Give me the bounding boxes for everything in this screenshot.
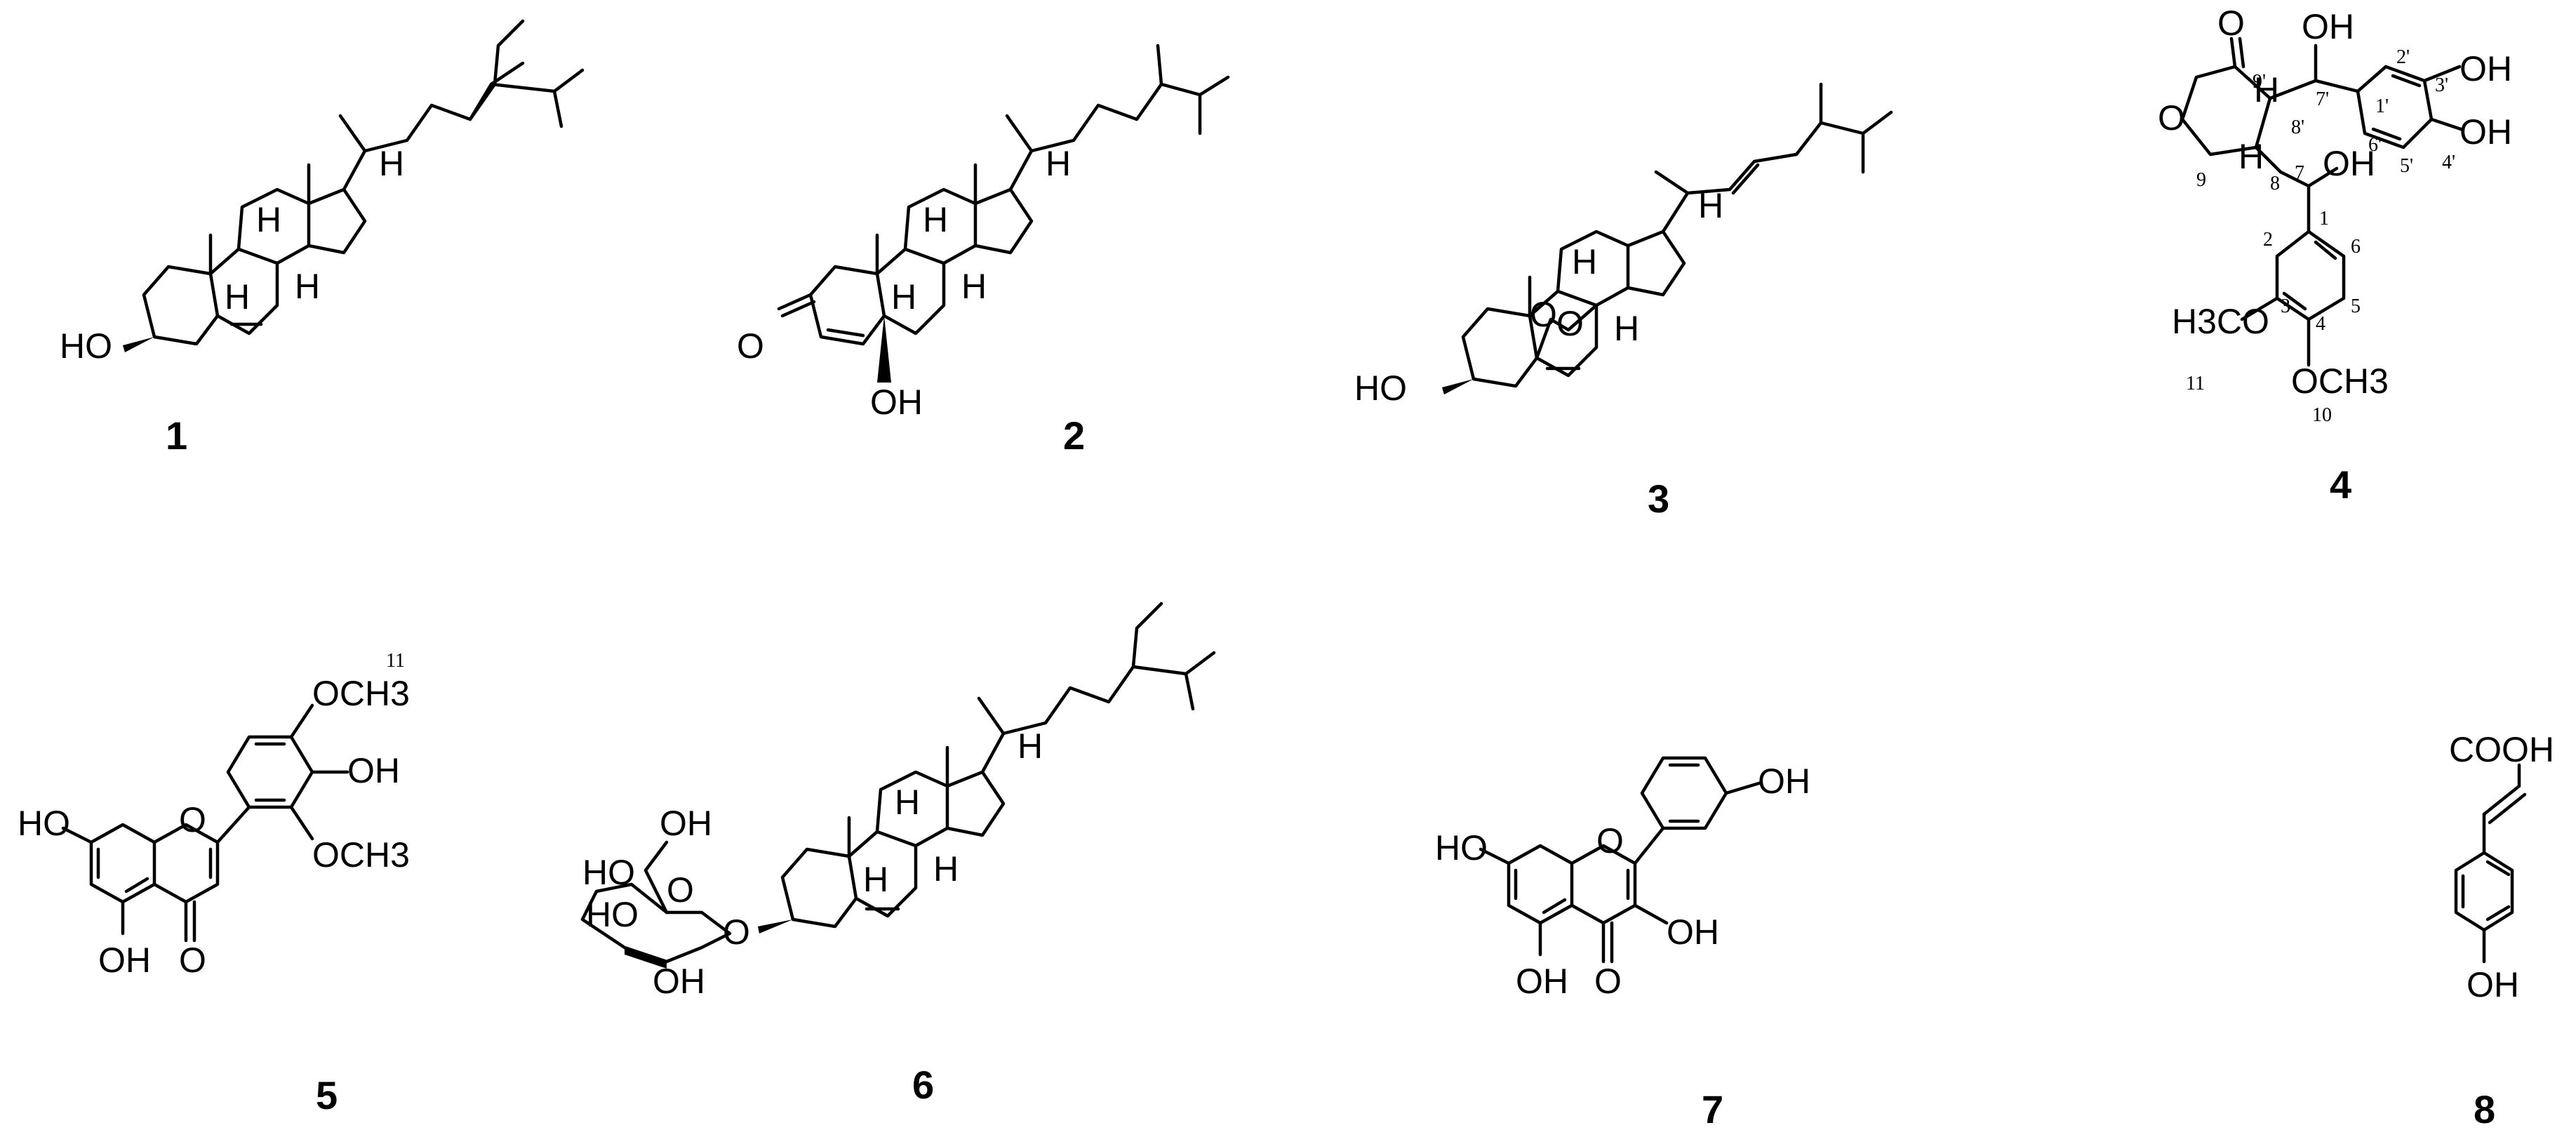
compound-4-oh7p-label: OH [2302, 7, 2354, 46]
compound-4-num-4p: 4' [2442, 152, 2455, 173]
compound-6-gly-o: O [723, 912, 750, 952]
compound-4-number: 4 [2330, 463, 2351, 507]
compound-3-h14: H [1614, 309, 1639, 348]
compound-5-ho-label: HO [18, 804, 70, 843]
compound-7-oxo: O [1594, 962, 1622, 1001]
compound-1-h8: H [256, 200, 281, 239]
compound-1-h14: H [295, 267, 320, 306]
compound-2-h8: H [923, 200, 948, 239]
compound-4-num-7: 7 [2295, 162, 2304, 184]
compound-4-num-6p: 6' [2368, 134, 2382, 156]
compound-4-num-1p: 1' [2375, 95, 2389, 117]
compound-5-och3-top: OCH3 [312, 674, 410, 713]
compound-8-number: 8 [2474, 1087, 2495, 1130]
compound-7-ring-o: O [1596, 821, 1624, 860]
compound-6-number: 6 [912, 1063, 934, 1107]
compound-4-num-2p: 2' [2396, 46, 2410, 68]
compound-2-steroid-core [810, 190, 1032, 344]
compound-4-num-5p: 5' [2400, 155, 2413, 177]
compound-4-och3-label: OCH3 [2291, 361, 2389, 401]
compound-6: O O OH HO HO OH H H H H 6 [580, 601, 1216, 1107]
compound-6-ho4: HO [582, 853, 635, 892]
compound-4-ring-o-label: O [2158, 98, 2185, 138]
compound-3-h9: H [1572, 242, 1597, 281]
compound-6-oh-ch2: OH [660, 804, 712, 843]
compound-2-oxo-label: O [737, 326, 764, 366]
compound-5-num-11: 11 [386, 650, 405, 672]
compound-4-num-3p: 3' [2435, 74, 2448, 96]
compound-2-h17: H [1046, 144, 1071, 183]
compound-3: HO O O H H H 3 [1354, 82, 1893, 521]
compound-7-oh5: OH [1516, 962, 1568, 1001]
compound-6-oh2: OH [653, 962, 705, 1001]
compound-4-num-10: 10 [2312, 404, 2332, 426]
compound-4-num-8p: 8' [2291, 117, 2304, 138]
compound-6-steroid-core [782, 772, 1003, 926]
compound-4-num-9p: 9' [2253, 71, 2266, 93]
compound-2: O OH H H H H 2 [737, 44, 1230, 458]
compound-7-ho-label: HO [1435, 828, 1488, 868]
compound-3-o2-label: O [1556, 304, 1584, 343]
compound-7: HO O OH OH OH O 7 [1435, 756, 1810, 1130]
compound-5-number: 5 [316, 1073, 338, 1117]
compound-4-h3co-label: H3CO [2172, 302, 2269, 341]
compound-2-oh-label: OH [870, 383, 923, 422]
compound-2-h9: H [891, 277, 916, 317]
compound-5-oh-label: OH [347, 751, 400, 790]
compound-4-h8p: H [2254, 70, 2279, 109]
compound-4-oh4p-label: OH [2460, 112, 2512, 152]
compound-3-h17: H [1698, 186, 1723, 225]
compound-4: O O OH OH OH OH H3CO OCH3 H H 9' 7' 8' 1… [2158, 4, 2512, 507]
compound-6-h17: H [1017, 726, 1043, 766]
compound-6-ring-o: O [667, 870, 694, 910]
compound-1-ho-label: HO [60, 326, 112, 366]
compound-4-num-1: 1 [2319, 208, 2329, 230]
compound-4-num-8: 8 [2270, 173, 2280, 194]
compound-5-oxo-label: O [179, 940, 206, 980]
compound-2-h14: H [961, 267, 987, 306]
compound-6-h9: H [863, 860, 888, 899]
compound-4-num-4: 4 [2316, 313, 2325, 335]
compound-4-carbonyl-label: O [2217, 4, 2245, 43]
compound-6-ho3: HO [586, 895, 639, 934]
compound-5-ring-o: O [179, 800, 206, 839]
compound-4-num-2: 2 [2263, 229, 2273, 251]
compound-7-number: 7 [1702, 1087, 1723, 1130]
compound-5-oh5-label: OH [98, 940, 151, 980]
compound-5: OCH3 OH OCH3 HO O OH O 11 5 [18, 650, 410, 1117]
compound-1-steroid-core [144, 190, 365, 344]
compound-7-oh4p: OH [1758, 762, 1810, 801]
compound-1-h9: H [225, 277, 250, 317]
compound-1-number: 1 [166, 413, 187, 458]
compound-4-num-7p: 7' [2316, 88, 2329, 110]
compound-7-oh3: OH [1667, 912, 1719, 952]
compound-6-h14: H [933, 849, 959, 889]
compound-4-h8: H [2238, 137, 2264, 176]
compound-3-o1-label: O [1530, 295, 1557, 334]
compound-8: COOH OH 8 [2449, 730, 2554, 1130]
compound-8-cooh: COOH [2449, 730, 2554, 769]
compound-8-oh: OH [2467, 965, 2519, 1004]
compound-1-h17: H [379, 144, 404, 183]
compound-3-ho-label: HO [1354, 368, 1407, 408]
compound-4-num-9: 9 [2196, 169, 2206, 191]
compound-4-num-5: 5 [2351, 295, 2361, 317]
compound-2-number: 2 [1063, 413, 1085, 458]
compound-4-num-11: 11 [2186, 373, 2205, 394]
compound-5-och3-bot: OCH3 [312, 835, 410, 875]
compound-6-h8: H [895, 783, 920, 822]
compound-3-number: 3 [1648, 477, 1669, 521]
compound-4-num-3: 3 [2281, 295, 2290, 317]
compound-1: HO H H H H 1 [60, 19, 585, 458]
compound-4-num-6: 6 [2351, 236, 2361, 258]
compound-4-oh7-label: OH [2323, 144, 2375, 183]
compound-4-oh3p-label: OH [2460, 49, 2512, 88]
